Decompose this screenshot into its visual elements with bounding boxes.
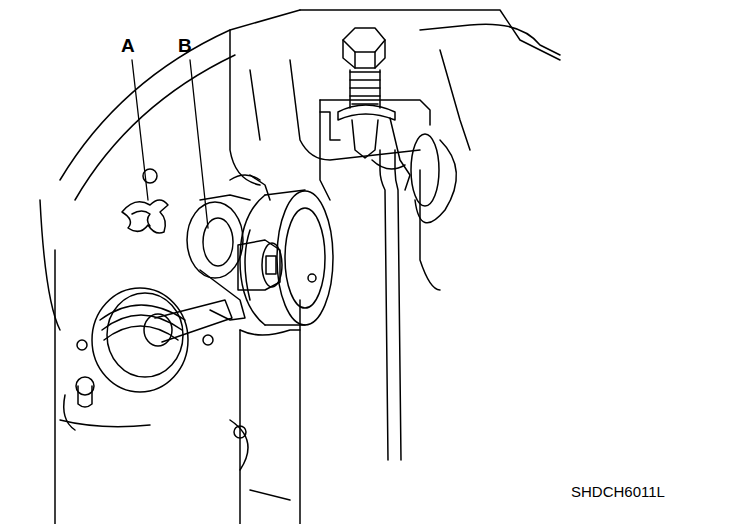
- callout-letter: B: [178, 36, 192, 55]
- callout-letter: A: [121, 36, 135, 55]
- figure-code: SHDCH6011L: [571, 484, 665, 499]
